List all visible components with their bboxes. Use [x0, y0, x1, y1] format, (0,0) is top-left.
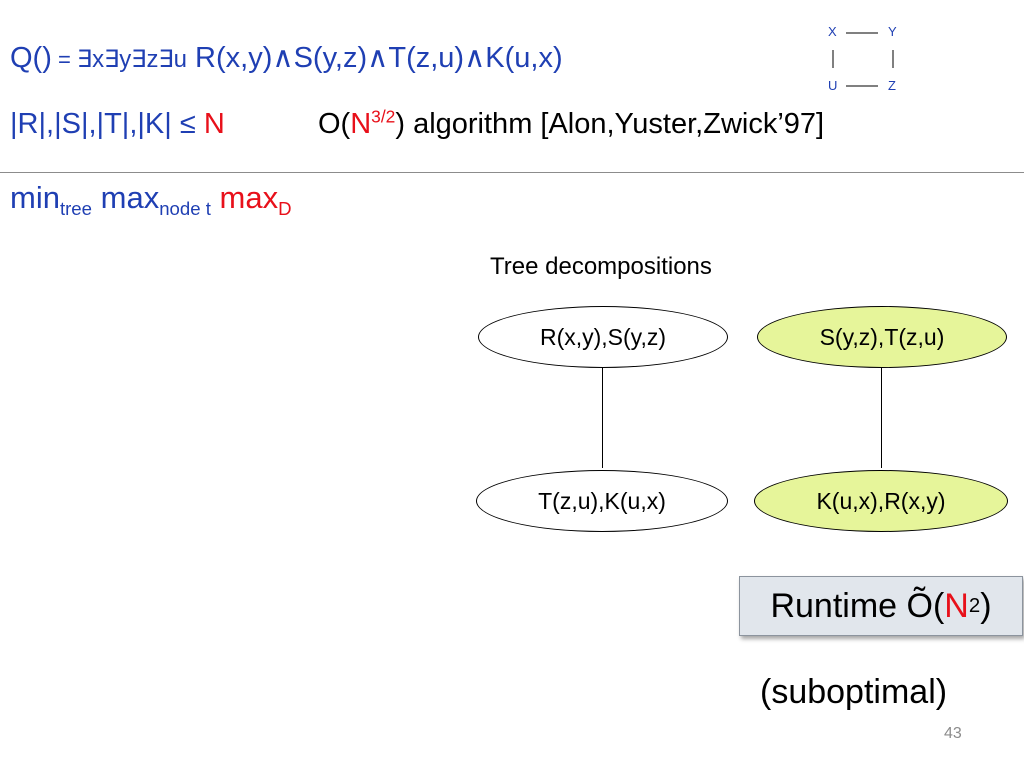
- algo-n: N: [350, 108, 372, 140]
- graph-node-z: Z: [888, 78, 896, 93]
- relation-sizes: |R|,|S|,|T|,|K| ≤: [10, 108, 204, 140]
- graph-node-x: X: [828, 24, 837, 39]
- right-tree-bottom-node: K(u,x),R(x,y): [754, 470, 1008, 532]
- right-tree-top-node: S(y,z),T(z,u): [757, 306, 1007, 368]
- query-equals: =: [51, 47, 77, 72]
- graph-node-u: U: [828, 78, 838, 93]
- min-term: mintree: [10, 180, 92, 220]
- max-node-term: maxnode t: [100, 180, 211, 220]
- algorithm-line: O(N3/2) algorithm [Alon,Yuster,Zwick’97]: [318, 108, 824, 141]
- left-tree-top-node: R(x,y),S(y,z): [478, 306, 728, 368]
- algo-suffix: ) algorithm [Alon,Yuster,Zwick’97]: [395, 108, 825, 140]
- bound-n: N: [203, 108, 225, 140]
- runtime-prefix: Runtime Õ(: [770, 586, 945, 625]
- runtime-n: N: [944, 586, 969, 625]
- graph-edges: [832, 32, 894, 87]
- graph-node-y: Y: [888, 24, 897, 39]
- divider-line: [0, 172, 1024, 173]
- runtime-suffix: ): [980, 586, 992, 625]
- suboptimal-note: (suboptimal): [760, 673, 948, 711]
- size-bound: |R|,|S|,|T|,|K| ≤ N: [10, 108, 225, 141]
- left-tree-edge: [602, 367, 604, 468]
- left-tree-bottom-node: T(z,u),K(u,x): [476, 470, 728, 532]
- right-tree-edge: [881, 367, 883, 468]
- algo-exponent: 3/2: [371, 106, 396, 127]
- query-quantifiers: ∃x∃y∃z∃u: [76, 46, 187, 73]
- minmax-expression: mintree maxnode t maxD: [10, 180, 292, 220]
- query-formula: Q() = ∃x∃y∃z∃u R(x,y)∧S(y,z)∧T(z,u)∧K(u,…: [10, 40, 563, 75]
- max-d-term: maxD: [219, 180, 292, 220]
- query-body: R(x,y)∧S(y,z)∧T(z,u)∧K(u,x): [195, 42, 563, 74]
- tree-decompositions-label: Tree decompositions: [490, 253, 712, 280]
- query-lhs: Q(): [10, 42, 52, 74]
- algo-prefix: O(: [318, 108, 351, 140]
- page-number: 43: [944, 725, 962, 742]
